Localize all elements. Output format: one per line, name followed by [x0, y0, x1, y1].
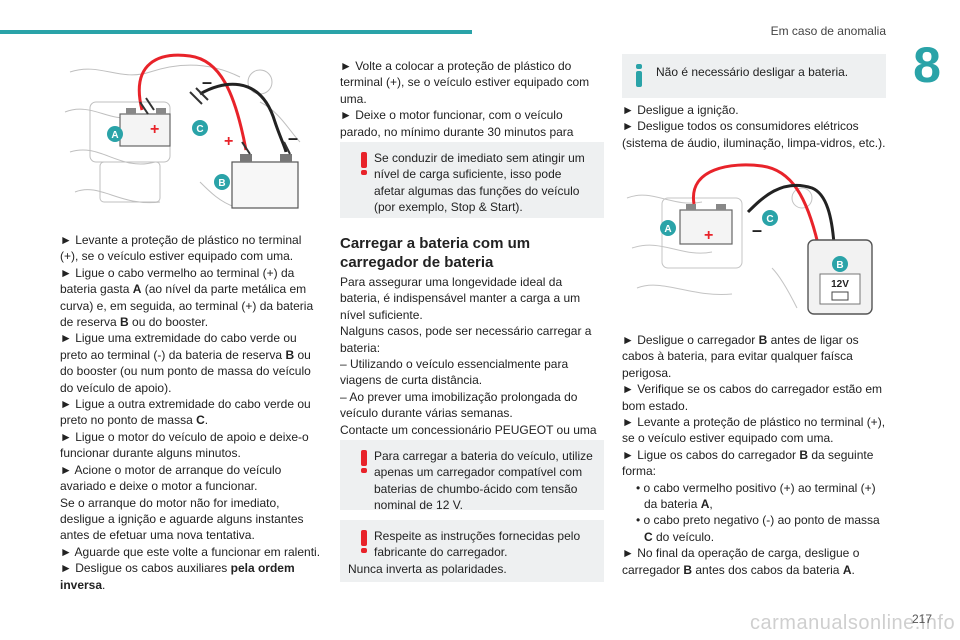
chapter-number: 8 [913, 37, 941, 93]
section-heading-charger: Carregar a bateria com um carregador de … [340, 235, 531, 271]
case-immobilization: – Ao prever uma imobilização prolongada … [340, 389, 578, 421]
step-consumers-off: ► Desligue todos os consumidores elétric… [622, 119, 886, 150]
charger-device-icon: 12V [807, 239, 873, 315]
warning-box-compatible-charger: Para carregar a bateria do veículo, util… [340, 440, 604, 512]
svg-text:B: B [836, 260, 843, 271]
info-icon [636, 64, 642, 87]
warning-box-instructions: Respeite as instruções fornecidas pelo f… [340, 520, 604, 582]
svg-text:+: + [224, 133, 233, 150]
warning-box-charge-level: Se conduzir de imediato sem atingir um n… [340, 142, 604, 218]
step-lift-cover: ► Levante a proteção de plástico no term… [60, 233, 302, 264]
label-b-marker: B [214, 174, 230, 190]
step-idle: ► Aguarde que este volte a funcionar em … [60, 544, 321, 559]
step-black-cable: ► Ligue uma extremidade do cabo verde ou… [60, 331, 311, 395]
watermark-text: carmanualsonline.info [750, 612, 956, 634]
column-1-text: ► Levante a proteção de plástico no term… [60, 232, 322, 593]
step-lift-cover: ► Levante a proteção de plástico no term… [622, 415, 886, 446]
svg-text:12V: 12V [831, 279, 849, 290]
step-check-cables: ► Verifique se os cabos do carregador es… [622, 382, 883, 413]
warning-icon [361, 152, 367, 175]
battery-icon [679, 204, 733, 245]
info-box-no-disconnect: Não é necessário desligar a bateria. [622, 54, 886, 98]
svg-text:B: B [218, 178, 225, 189]
column-3-steps: ► Desligue o carregador B antes de ligar… [622, 332, 888, 578]
section-title: Em caso de anomalia [770, 24, 886, 38]
svg-text:–: – [288, 128, 298, 148]
svg-text:–: – [752, 220, 762, 240]
step-disconnect-charger: ► Desligue o carregador B antes de ligar… [622, 333, 859, 380]
step-refit-cover: ► Volte a colocar a proteção de plástico… [340, 59, 590, 106]
column-2-charger-text: Para assegurar uma longevidade ideal da … [340, 274, 604, 454]
page-number: 217 [912, 612, 933, 626]
svg-text:+: + [704, 227, 713, 244]
step-ignition-off: ► Desligue a ignição. [622, 103, 739, 117]
bullet-red-cable: • o cabo vermelho positivo (+) ao termin… [636, 480, 876, 512]
label-c-marker: C [762, 210, 778, 226]
dead-battery-icon [119, 108, 171, 147]
warning-icon [361, 530, 367, 553]
label-a-marker: A [107, 126, 123, 142]
jump-start-illustration: + + – – A C B [60, 42, 322, 222]
note-retry: Se o arranque do motor não for imediato,… [60, 495, 304, 543]
label-a-marker: A [660, 220, 676, 236]
svg-text:C: C [196, 124, 203, 135]
charger-figure: + – 12V A C B [622, 158, 888, 324]
column-3-intro: ► Desligue a ignição. ► Desligue todos o… [622, 102, 888, 151]
booster-battery-icon [231, 154, 299, 209]
label-c-marker: C [192, 120, 208, 136]
svg-text:A: A [111, 130, 118, 141]
svg-text:+: + [150, 121, 159, 138]
header-accent-bar [0, 30, 472, 34]
step-red-cable: ► Ligue o cabo vermelho ao terminal (+) … [60, 265, 314, 330]
charger-illustration: + – 12V A C B [622, 158, 888, 324]
step-end-charge: ► No final da operação de carga, desligu… [622, 546, 860, 577]
jump-start-figure: + + – – A C B [60, 42, 322, 222]
para-some-cases: Nalguns casos, pode ser necessário carre… [340, 324, 592, 355]
svg-text:–: – [202, 72, 212, 92]
case-short-trips: – Utilizando o veículo essencialmente pa… [340, 357, 569, 388]
step-start-assist: ► Ligue o motor do veículo de apoio e de… [60, 429, 309, 461]
step-ground-point: ► Ligue a outra extremidade do cabo verd… [60, 397, 311, 428]
para-longevity: Para assegurar uma longevidade ideal da … [340, 275, 581, 322]
svg-text:A: A [664, 224, 671, 235]
step-disconnect: ► Desligue os cabos auxiliares pela orde… [60, 561, 295, 592]
svg-text:C: C [766, 214, 773, 225]
bullet-black-cable: • o cabo preto negativo (-) ao ponto de … [636, 513, 880, 544]
step-connect-charger: ► Ligue os cabos do carregador B da segu… [622, 447, 874, 479]
step-crank: ► Acione o motor de arranque do veículo … [60, 462, 282, 494]
warning-icon [361, 450, 367, 473]
label-b-marker: B [832, 256, 848, 272]
